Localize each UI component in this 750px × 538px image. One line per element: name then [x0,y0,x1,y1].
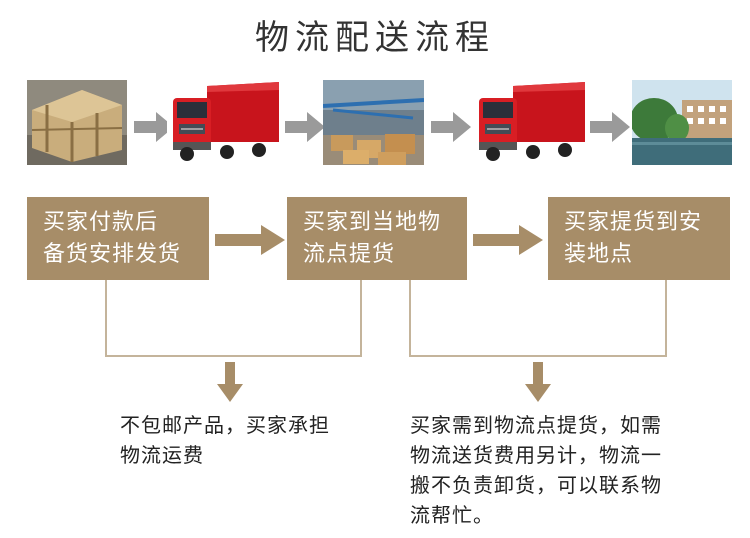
logistics-warehouse-photo [323,80,424,165]
step-text-line: 买家付款后 [43,210,159,235]
down-arrow-icon [217,362,243,402]
gray-arrow-right-icon [285,112,325,142]
tan-arrow-right-icon [473,225,543,255]
note-text-line: 买家需到物流点提货，如需 [410,413,662,437]
installation-site-photo [632,80,732,165]
down-arrow-icon [525,362,551,402]
note-text-line: 流帮忙。 [410,503,494,527]
page-title: 物流配送流程 [255,18,495,58]
gray-arrow-right-icon [431,112,471,142]
note-text-line: 物流运费 [120,443,204,467]
connector-bracket-left [105,280,362,357]
red-truck-photo-1 [167,80,279,165]
gray-arrow-right-icon [134,112,174,142]
step-text-line: 买家提货到安 [564,210,703,235]
step-text-line: 买家到当地物 [303,210,442,235]
tan-arrow-right-icon [215,225,285,255]
step-text-line: 流点提货 [303,242,396,267]
step-text-line: 装地点 [564,242,634,267]
red-truck-photo-2 [473,80,585,165]
connector-bracket-right [409,280,667,357]
note-text-line: 搬不负责卸货，可以联系物 [410,473,662,497]
step-box-payment-shipping: 买家付款后 备货安排发货 [27,197,209,280]
note-text-line: 物流送货费用另计，物流一 [410,443,662,467]
step-text-line: 备货安排发货 [43,242,182,267]
wooden-crates-photo [27,80,127,165]
step-box-deliver-to-site: 买家提货到安 装地点 [548,197,730,280]
gray-arrow-right-icon [590,112,630,142]
step-box-pickup-at-logistics: 买家到当地物 流点提货 [287,197,467,280]
note-pickup-instructions: 买家需到物流点提货，如需 物流送货费用另计，物流一 搬不负责卸货，可以联系物 流… [410,410,662,530]
note-shipping-fee: 不包邮产品，买家承担 物流运费 [120,410,330,470]
note-text-line: 不包邮产品，买家承担 [120,413,330,437]
